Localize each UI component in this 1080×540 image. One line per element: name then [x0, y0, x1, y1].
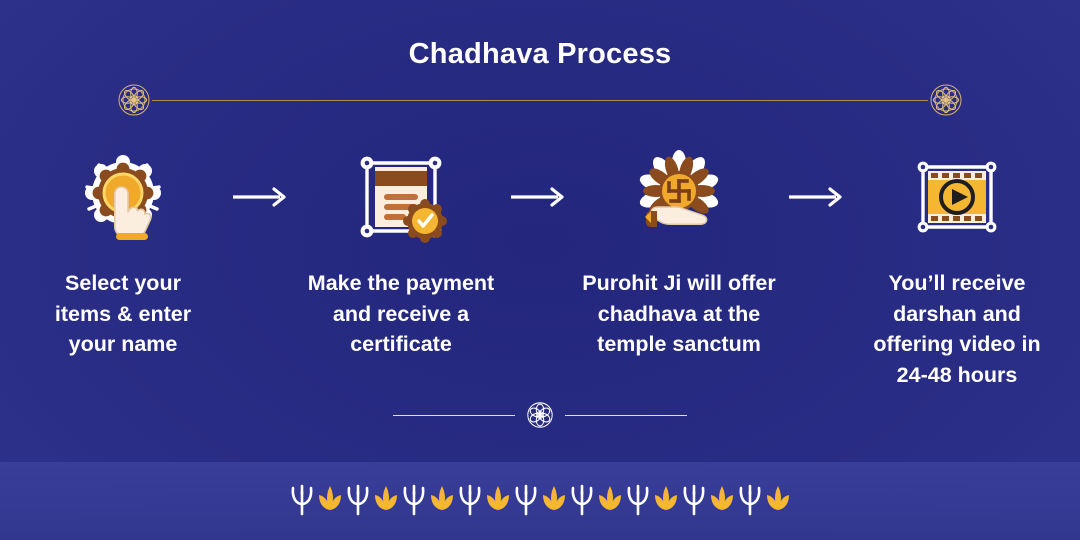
leaf-icon	[373, 482, 399, 516]
trishul-icon	[289, 482, 315, 516]
trishul-icon	[681, 482, 707, 516]
divider-line	[393, 414, 515, 416]
process-step-2-label: Make the payment and receive a certifica…	[307, 271, 495, 357]
process-step-1-label: Select your items & enter your name	[54, 271, 192, 357]
video-film-play-icon	[909, 148, 1005, 246]
page-title: Chadhava Process	[408, 38, 672, 70]
mandala-icon	[930, 84, 962, 116]
certificate-seal-icon	[353, 148, 449, 246]
leaf-icon	[765, 482, 791, 516]
process-step-4-label: You’ll receive darshan and offering vide…	[873, 271, 1041, 387]
bottom-ornamental-divider	[0, 400, 1080, 430]
leaf-icon	[709, 482, 735, 516]
process-steps: Select your items & enter your name	[0, 148, 1080, 390]
arrow-right-icon	[223, 148, 301, 246]
footer-motif-strip	[0, 482, 1080, 516]
divider-line	[565, 414, 687, 416]
process-step-4: You’ll receive darshan and offering vide…	[857, 148, 1057, 390]
process-step-2: Make the payment and receive a certifica…	[301, 148, 501, 360]
bottom-band	[0, 462, 1080, 540]
mandala-icon	[525, 400, 555, 430]
leaf-icon	[485, 482, 511, 516]
mandala-icon	[118, 84, 150, 116]
trishul-icon	[401, 482, 427, 516]
divider-line	[152, 99, 928, 101]
trishul-icon	[737, 482, 763, 516]
offering-hand-swastika-icon	[631, 148, 727, 246]
leaf-icon	[653, 482, 679, 516]
leaf-icon	[541, 482, 567, 516]
trishul-icon	[569, 482, 595, 516]
trishul-icon	[457, 482, 483, 516]
tap-marigold-icon	[75, 148, 171, 246]
top-ornamental-divider	[118, 84, 962, 116]
trishul-icon	[513, 482, 539, 516]
arrow-right-icon	[779, 148, 857, 246]
trishul-icon	[625, 482, 651, 516]
trishul-icon	[345, 482, 371, 516]
leaf-icon	[597, 482, 623, 516]
process-step-3-label: Purohit Ji will offer chadhava at the te…	[582, 271, 776, 357]
leaf-icon	[317, 482, 343, 516]
arrow-right-icon	[501, 148, 579, 246]
process-step-3: Purohit Ji will offer chadhava at the te…	[579, 148, 779, 360]
process-step-1: Select your items & enter your name	[23, 148, 223, 360]
leaf-icon	[429, 482, 455, 516]
